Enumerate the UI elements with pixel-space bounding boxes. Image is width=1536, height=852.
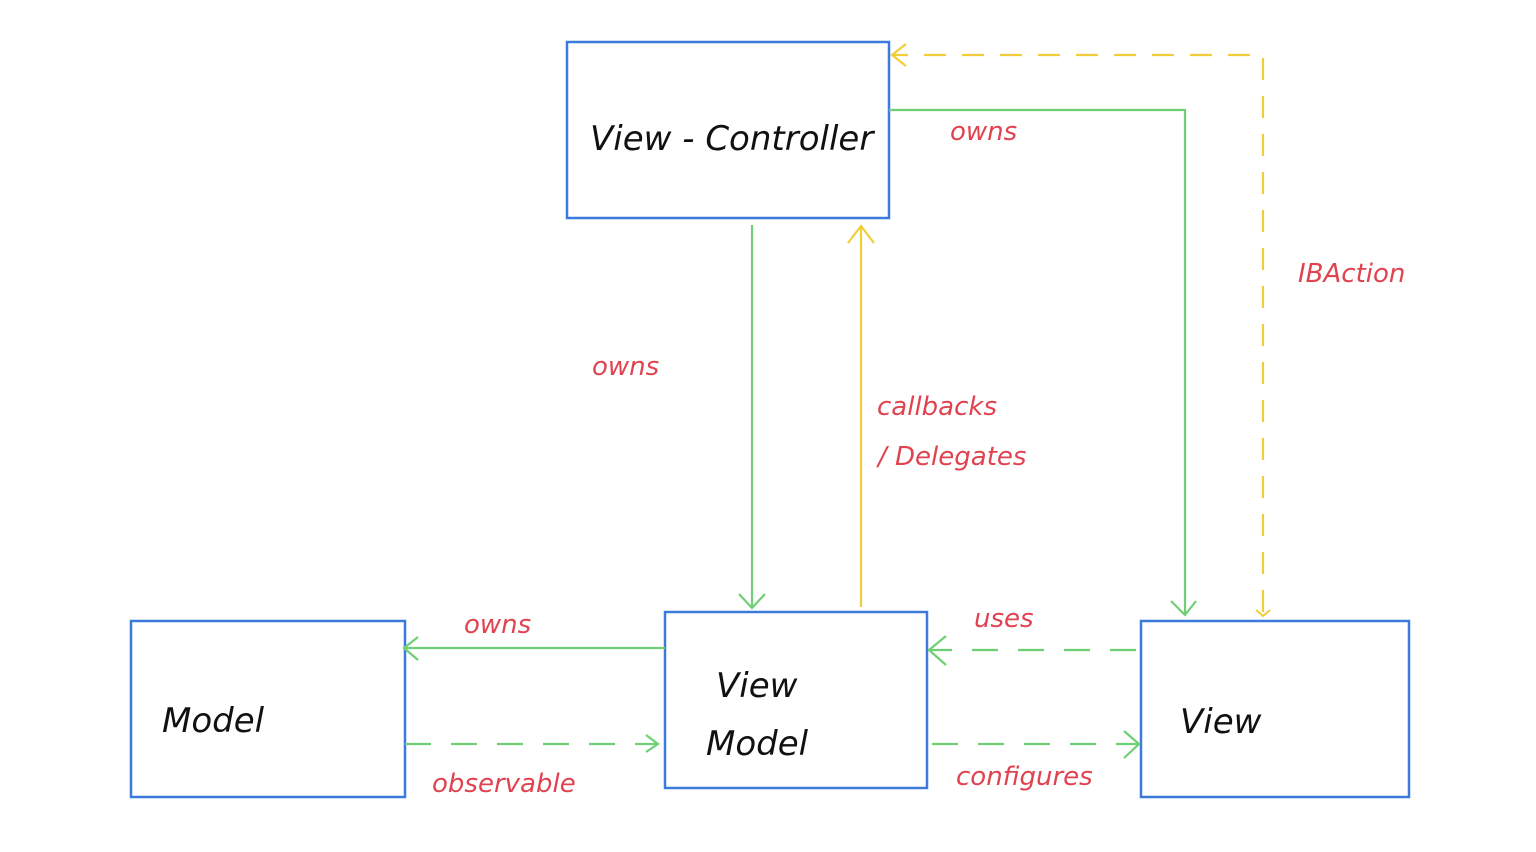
edge-vc-owns-view-label: owns — [950, 117, 1017, 147]
edge-vc-owns-viewmodel-arrowhead — [738, 593, 766, 610]
edge-viewmodel-configures-view-arrowhead — [1123, 730, 1141, 759]
edge-view-ibaction-vc-tail — [1255, 609, 1271, 618]
edge-viewmodel-configures-view: configures — [932, 730, 1141, 792]
view-controller-box — [565, 40, 891, 220]
edge-vc-owns-view-line — [889, 108, 1187, 614]
edge-model-observable-viewmodel: observable — [405, 734, 660, 799]
edge-view-uses-viewmodel: uses — [927, 604, 1136, 666]
view-node: View — [1139, 619, 1411, 799]
edge-viewmodel-callbacks-vc-label-line1: callbacks — [877, 392, 997, 422]
view-box — [1139, 619, 1411, 799]
edge-viewmodel-owns-model: owns — [402, 610, 665, 661]
model-node: Model — [129, 619, 407, 799]
edge-viewmodel-owns-model-arrowhead — [402, 636, 419, 661]
view-model-label-line2: Model — [706, 724, 809, 764]
edge-vc-owns-viewmodel: owns — [592, 225, 766, 610]
edge-model-observable-viewmodel-label: observable — [432, 769, 576, 799]
view-label: View — [1180, 702, 1262, 742]
edge-viewmodel-callbacks-vc-arrowhead — [847, 224, 875, 244]
edge-vc-owns-view: owns — [889, 108, 1197, 617]
view-model-label-line1: View — [716, 666, 798, 706]
edge-model-observable-viewmodel-arrowhead — [645, 734, 660, 753]
edge-viewmodel-callbacks-vc-label-line2: / Delegates — [876, 442, 1026, 472]
edge-view-ibaction-vc-line — [893, 53, 1265, 612]
view-model-box — [663, 610, 929, 790]
view-controller-label: View - Controller — [590, 119, 875, 159]
model-label: Model — [162, 701, 265, 741]
edge-viewmodel-configures-view-label: configures — [956, 762, 1093, 792]
edge-viewmodel-owns-model-label: owns — [464, 610, 531, 640]
edge-view-ibaction-vc: IBAction — [890, 43, 1405, 618]
edge-view-uses-viewmodel-label: uses — [974, 604, 1034, 634]
edge-viewmodel-callbacks-vc: callbacks / Delegates — [847, 224, 1026, 607]
view-controller-node: View - Controller — [565, 40, 891, 220]
edge-view-ibaction-vc-label: IBAction — [1298, 259, 1405, 289]
edge-view-uses-viewmodel-arrowhead — [927, 635, 947, 666]
model-box — [129, 619, 407, 799]
edge-vc-owns-view-arrowhead — [1170, 600, 1197, 617]
edge-view-ibaction-vc-arrowhead — [890, 43, 907, 67]
edge-vc-owns-viewmodel-label: owns — [592, 352, 659, 382]
view-model-node: View Model — [663, 610, 929, 790]
